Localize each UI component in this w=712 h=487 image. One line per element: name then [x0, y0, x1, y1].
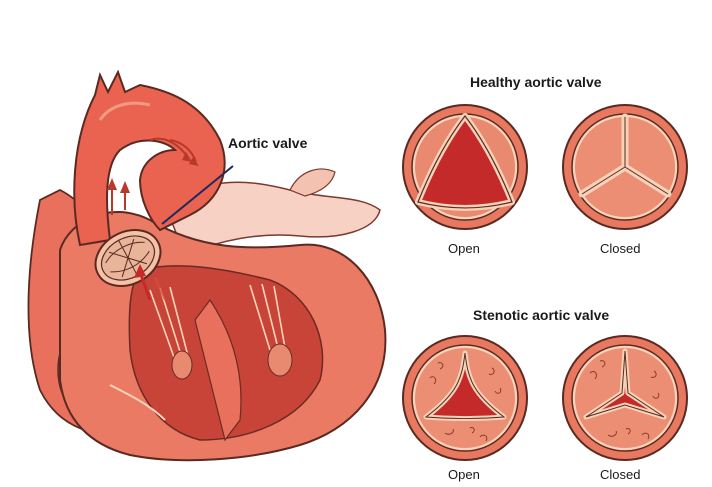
healthy-open-valve — [400, 102, 530, 232]
stenotic-open-valve — [400, 333, 530, 463]
aortic-valve-callout-label: Aortic valve — [228, 135, 307, 151]
stenotic-closed-label: Closed — [600, 467, 640, 482]
stenotic-valve-title: Stenotic aortic valve — [473, 307, 609, 323]
healthy-valve-title: Healthy aortic valve — [470, 74, 602, 90]
healthy-closed-valve — [560, 102, 690, 232]
stenotic-open-label: Open — [448, 467, 480, 482]
healthy-closed-label: Closed — [600, 241, 640, 256]
pulmonary-branch — [290, 169, 335, 196]
stenotic-closed-valve — [560, 333, 690, 463]
healthy-open-label: Open — [448, 241, 480, 256]
